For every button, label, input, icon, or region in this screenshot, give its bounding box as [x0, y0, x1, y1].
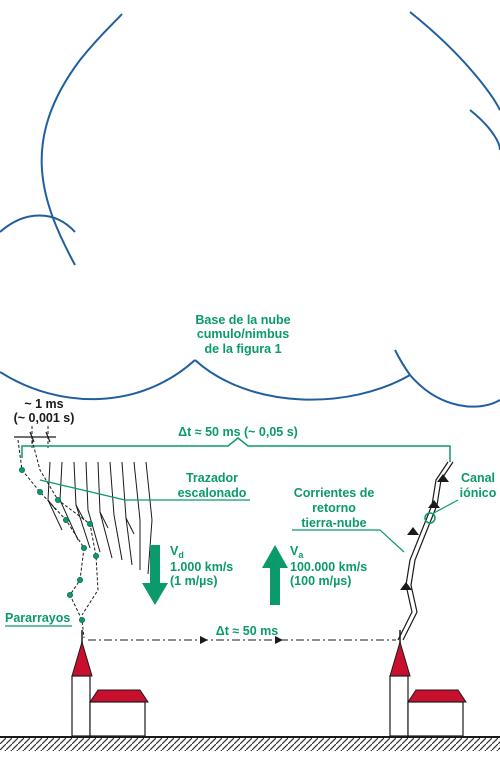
- corrientes-line-3: tierra-nube: [301, 516, 366, 530]
- stepped-leader-label: Trazador escalonado: [39, 471, 250, 501]
- va-speed: 100.000 km/s: [290, 560, 367, 574]
- vd-label: Vd: [170, 544, 184, 560]
- trazador-line-1: Trazador: [186, 471, 238, 485]
- trazador-line-2: escalonado: [178, 486, 247, 500]
- canal-line-1: Canal: [461, 471, 495, 485]
- va-symbol: V: [290, 544, 299, 558]
- vd-subscript: d: [178, 550, 184, 560]
- right-church: [389, 630, 467, 737]
- return-current-label: Corrientes de retorno tierra-nube: [292, 486, 405, 553]
- stepped-leader: [17, 439, 153, 639]
- stepped-leader-nodes: [18, 466, 100, 624]
- vd-symbol: V: [170, 544, 179, 558]
- one-ms-seconds: (~ 0,001 s): [14, 411, 75, 425]
- return-stroke-channel: [397, 461, 454, 641]
- delta-t-top: Δt ≈ 50 ms (~ 0,05 s): [21, 425, 451, 462]
- corrientes-line-1: Corrientes de: [294, 486, 375, 500]
- va-subscript: a: [298, 550, 304, 560]
- cloud-base-line-1: Base de la nube: [195, 313, 290, 327]
- one-ms-annotation: ~ 1 ms (~ 0,001 s): [14, 397, 75, 448]
- upper-cloud: [0, 11, 500, 266]
- left-church: [71, 630, 149, 737]
- one-ms-label: ~ 1 ms: [24, 397, 63, 411]
- ground: [0, 736, 500, 751]
- ionic-channel-label: Canal iónico: [431, 471, 497, 515]
- va-arrow: Va 100.000 km/s (100 m/µs): [262, 544, 367, 605]
- delta-t-top-label: Δt ≈ 50 ms (~ 0,05 s): [178, 425, 298, 439]
- corrientes-line-2: retorno: [312, 501, 356, 515]
- cloud-base-line-3: de la figura 1: [204, 342, 281, 356]
- vd-speed: 1.000 km/s: [170, 560, 233, 574]
- va-speed-micro: (100 m/µs): [290, 574, 351, 588]
- va-label: Va: [290, 544, 304, 560]
- vd-arrow: Vd 1.000 km/s (1 m/µs): [142, 544, 233, 605]
- cloud-base-label: Base de la nube cumulo/nimbus de la figu…: [195, 313, 290, 356]
- ionic-channel-marker: [424, 512, 436, 524]
- canal-line-2: iónico: [460, 486, 497, 500]
- cloud-base: [0, 349, 500, 408]
- down-arrow-icon: [142, 545, 168, 605]
- delta-t-bottom: Δt ≈ 50 ms: [88, 624, 396, 644]
- pararrayos-text: Pararrayos: [5, 611, 70, 625]
- vd-speed-micro: (1 m/µs): [170, 574, 218, 588]
- return-stroke-arrows: [400, 474, 449, 590]
- delta-t-bottom-label: Δt ≈ 50 ms: [216, 624, 278, 638]
- cloud-base-line-2: cumulo/nimbus: [197, 327, 289, 341]
- lightning-rod-label: Pararrayos: [5, 611, 72, 627]
- up-arrow-icon: [262, 545, 288, 605]
